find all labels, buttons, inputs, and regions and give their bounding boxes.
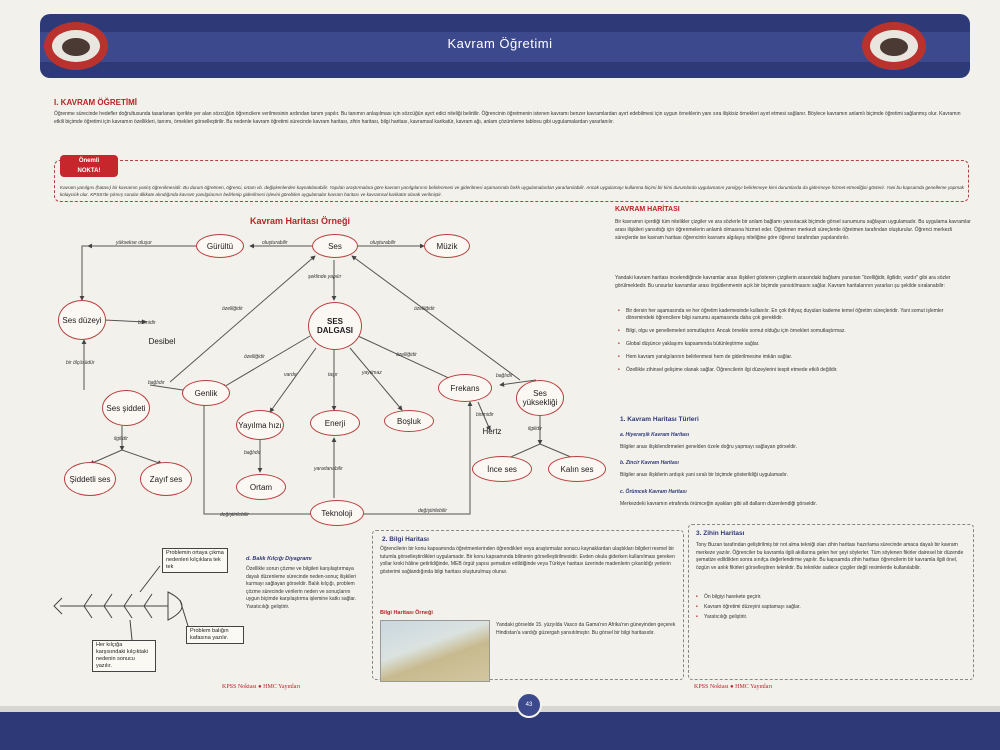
edge-sessiddeti-ses [169, 255, 316, 383]
binder-ring-right [862, 22, 926, 70]
zihin-haritasi-list: Ön bilgiyi harekete geçirir. Kavram öğre… [696, 594, 968, 624]
node-ses-duzeyi: Ses düzeyi [58, 300, 106, 340]
page-number: 43 [516, 692, 542, 718]
edge-label: oluşturabilir [370, 240, 396, 246]
fishbone-title: d. Balık Kılçığı Diyagramı [246, 556, 312, 562]
header-band [40, 14, 970, 78]
list-item: Kavram öğretimi düzeyini saptamayı sağla… [696, 604, 968, 611]
important-note-badge: Önemli NOKTA! [60, 155, 118, 177]
node-hertz: Hertz [482, 426, 502, 436]
zihin-haritasi-box [688, 524, 974, 680]
list-item: Hem kavram yanılgılarının belirlenmesi h… [618, 354, 970, 361]
edge-sesyuksekligi-ses [351, 255, 521, 381]
node-genlik: Genlik [182, 380, 230, 406]
list-item: Bir dersin her aşamasında ve her öğretim… [618, 308, 970, 322]
bilgi-haritasi-box [372, 530, 684, 680]
edge-label: bağlıdır [148, 380, 165, 386]
concept-map-title: Kavram Haritası Örneği [250, 216, 351, 226]
node-ses: Ses [312, 234, 358, 258]
list-item: Bilgi, olgu ve genellemeleri somutlaştır… [618, 328, 970, 335]
node-enerji: Enerji [310, 410, 360, 436]
node-muzik: Müzik [424, 234, 470, 258]
edge-label: bağlıdır [496, 373, 513, 379]
binder-ring-left [44, 22, 108, 70]
type-b-text: Bilgiler arası ilişkilerin ardışık yani … [620, 472, 788, 478]
zihin-haritasi-title: 3. Zihin Haritası [696, 530, 745, 537]
edge-label: şeklinde yapılır [308, 274, 342, 280]
edge-label: özelliğidir [414, 306, 435, 312]
type-b-title: b. Zincir Kavram Haritası [620, 460, 679, 466]
type-c-text: Merkezdeki kavramın etrafında örümceğin … [620, 501, 818, 507]
edge-label: oluşturabilir [262, 240, 288, 246]
footer-brand-left: KPSS Noktası ● HMC Yayınları [222, 684, 301, 690]
zihin-haritasi-text: Tony Buzan tarafından geliştirilmiş bir … [696, 542, 964, 571]
type-c-title: c. Örümcek Kavram Haritası [620, 489, 687, 495]
kavram-haritasi-heading: KAVRAM HARİTASI [615, 206, 680, 213]
type-a-title: a. Hiyerarşik Kavram Haritası [620, 432, 690, 438]
node-ortam: Ortam [236, 474, 286, 500]
section-heading: I. KAVRAM ÖĞRETİMİ [54, 98, 137, 107]
node-yayilma-hizi: Yayılma hızı [236, 410, 284, 440]
bilgi-haritasi-title: 2. Bilgi Haritası [382, 536, 429, 543]
edge-label: yayılmaz [362, 370, 382, 376]
fish-label-head: Problem balığın kafasına yazılır. [186, 626, 244, 644]
node-frekans: Frekans [438, 374, 492, 402]
node-ses-yuksekligi: Ses yüksekliği [516, 380, 564, 416]
benefits-list: Bir dersin her aşamasında ve her öğretim… [618, 308, 970, 380]
fishbone-text: Özellikle sorun çözme ve bilgileri karşı… [246, 566, 357, 610]
node-kalin-ses: Kalın ses [548, 456, 606, 482]
edge-label: yüksekse oluşur [116, 240, 152, 246]
node-ince-ses: İnce ses [472, 456, 532, 482]
node-desibel: Desibel [148, 336, 176, 346]
footer-band [0, 706, 1000, 750]
types-heading: 1. Kavram Haritası Türleri [620, 416, 699, 423]
bilgi-haritasi-example-text: Yandaki görselde 15. yüzyılda Vasco da G… [496, 622, 676, 636]
node-ses-siddeti: Ses şiddeti [102, 390, 150, 426]
note-text: Kavram yanılgısı (hatası) bir kavramın y… [60, 185, 964, 197]
edge-label: bağlıdır [244, 450, 261, 456]
footer-brand-right: KPSS Noktası ● HMC Yayınları [694, 684, 773, 690]
edge-label: değiştirilebilir [220, 512, 249, 518]
intro-paragraph: Öğrenme sürecinde hedefler doğrultusunda… [54, 111, 961, 125]
list-item: Yaratıcılığı geliştirir. [696, 614, 968, 621]
list-item: Özellikle zihinsel gelişime olanak sağla… [618, 367, 970, 374]
node-siddetli-ses: Şiddetli ses [64, 462, 116, 496]
edge-label: özelliğidir [244, 354, 265, 360]
node-zayif-ses: Zayıf ses [140, 462, 192, 496]
edge-label: ilgilidir [114, 436, 128, 442]
bilgi-haritasi-example-title: Bilgi Haritası Örneği [380, 610, 433, 616]
note-box [54, 160, 969, 202]
node-bosluk: Boşluk [384, 410, 434, 432]
kavram-haritasi-paragraph-2: Yandaki kavram haritası incelendiğinde k… [615, 275, 951, 289]
list-item: Ön bilgiyi harekete geçirir. [696, 594, 968, 601]
list-item: Global düşünce yaklaşımı kapsamında bütü… [618, 341, 970, 348]
node-ses-dalgasi: SES DALGASI [308, 302, 362, 350]
vasco-da-gama-map-image [380, 620, 490, 682]
node-gurultu: Gürültü [196, 234, 244, 258]
kavram-haritasi-paragraph-1: Bir kavramın içerdiği tüm nitelikler çiz… [615, 219, 971, 241]
fish-label-causes: Problemin ortaya çıkma nedenleri kılçıkl… [162, 548, 228, 573]
edge-label: yararlanabilir [314, 466, 343, 472]
edge-label: özelliğidir [396, 352, 417, 358]
edge-label: bir ölçüsüdür [66, 360, 95, 366]
note-badge-bottom: NOKTA! [77, 168, 101, 174]
node-teknoloji: Teknoloji [310, 500, 364, 526]
edge-label: ilgilidir [528, 426, 542, 432]
fish-label-bones: Her kılçığa karşısındaki kılçıktaki nede… [92, 640, 156, 672]
edge-label: taşır [328, 372, 338, 378]
note-badge-top: Önemli [78, 158, 100, 164]
edge-label: birimidir [476, 412, 494, 418]
type-a-text: Bilgiler arası ilişkilendirmeleri geneld… [620, 444, 798, 450]
edge-label: birimidir [138, 320, 156, 326]
edge-label: vardır [284, 372, 297, 378]
edge-label: özelliğidir [222, 306, 243, 312]
page-title: Kavram Öğretimi [447, 36, 553, 51]
bilgi-haritasi-text: Öğrencilerin bir konu kapsamında öğretme… [380, 546, 675, 575]
edge-label: değiştirilebilir [418, 508, 447, 514]
